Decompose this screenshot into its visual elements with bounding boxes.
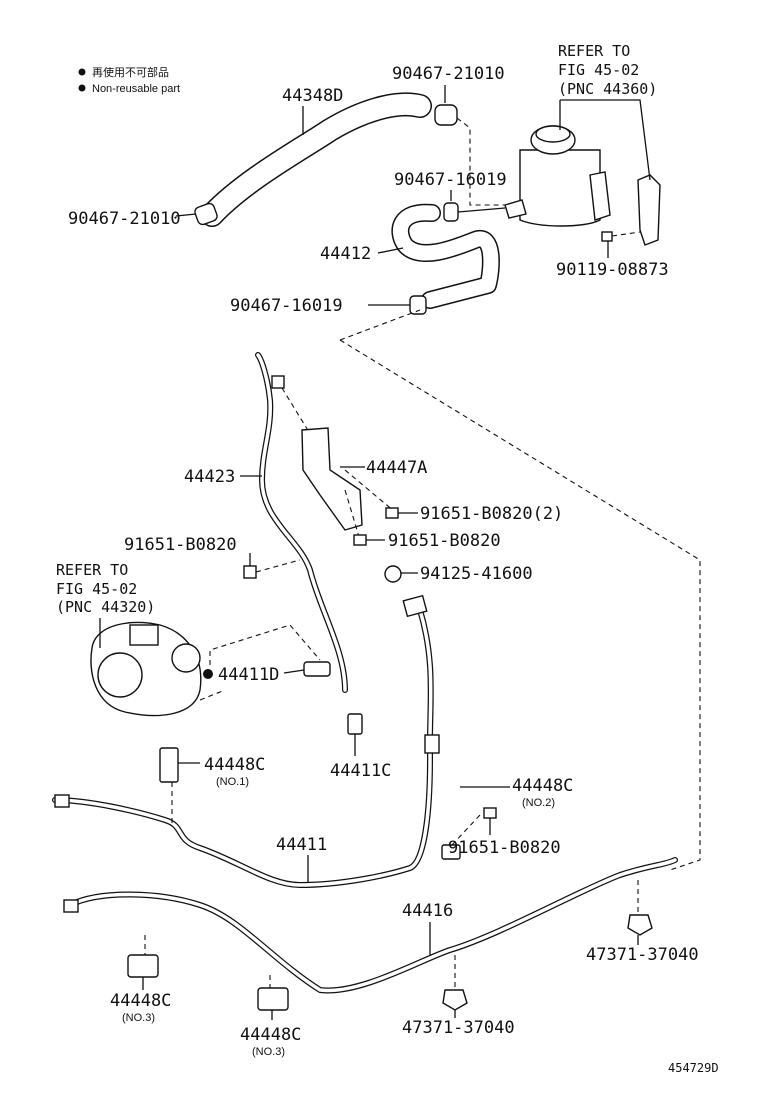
non-reusable-bullet-icon bbox=[78, 84, 86, 92]
dashed-connector bbox=[199, 689, 226, 701]
refer-text: REFER TO bbox=[558, 42, 630, 60]
part-label-47371-37040: 47371-37040 bbox=[402, 1018, 515, 1038]
refer-leader bbox=[560, 99, 651, 181]
part-label-90467-21010: 90467-21010 bbox=[68, 209, 181, 229]
bolt-icon bbox=[601, 231, 641, 258]
part-label-91651-B0820: 91651-B0820 bbox=[388, 531, 501, 551]
hose-clamp-icon bbox=[368, 295, 427, 315]
part-label-44448C: 44448C bbox=[110, 991, 171, 1011]
part-label-44416: 44416 bbox=[402, 901, 453, 921]
drawing-code: 454729D bbox=[668, 1061, 719, 1075]
gasket-icon bbox=[384, 565, 418, 583]
dashed-connector bbox=[339, 339, 701, 871]
refer-text: FIG 45-02 bbox=[56, 580, 137, 598]
part-label-44348D: 44348D bbox=[282, 86, 343, 106]
bolt-icon bbox=[243, 553, 301, 579]
part-label-44447A: 44447A bbox=[366, 458, 427, 478]
sub-label-no2: (NO.2) bbox=[522, 797, 555, 809]
part-label-44411C: 44411C bbox=[330, 761, 391, 781]
part-label-94125-41600: 94125-41600 bbox=[420, 564, 533, 584]
tube-clamp-icon bbox=[442, 955, 468, 1018]
pressure-tube-44423 bbox=[255, 352, 348, 693]
tube-clamp-icon bbox=[127, 935, 159, 990]
non-reusable-bullet-icon bbox=[203, 669, 213, 679]
refer-text: (PNC 44320) bbox=[56, 598, 155, 616]
tube-clamp-icon bbox=[627, 880, 653, 945]
hose-clamp-icon bbox=[443, 190, 459, 222]
bolt-icon bbox=[271, 375, 321, 451]
part-label-44412: 44412 bbox=[320, 244, 371, 264]
sub-label-no1: (NO.1) bbox=[216, 776, 249, 788]
non-reusable-bullet-icon bbox=[78, 68, 86, 76]
tube-clamp-icon bbox=[159, 747, 200, 825]
connector-line bbox=[457, 207, 506, 213]
part-label-90467-16019: 90467-16019 bbox=[394, 170, 507, 190]
sub-label-no3: (NO.3) bbox=[122, 1012, 155, 1024]
legend-text-en: Non-reusable part bbox=[92, 83, 180, 95]
hose-clamp-icon bbox=[175, 202, 218, 226]
return-tube-44416 bbox=[63, 857, 678, 994]
part-label-91651-B0820: 91651-B0820 bbox=[448, 838, 561, 858]
dashed-connector bbox=[209, 624, 321, 665]
part-label-44411: 44411 bbox=[276, 835, 327, 855]
suction-hose-44412 bbox=[391, 203, 500, 309]
tube-clamp-icon bbox=[441, 786, 510, 860]
dashed-connector bbox=[339, 309, 421, 341]
hose-clamp-icon bbox=[434, 85, 458, 126]
tank-bracket bbox=[637, 174, 661, 246]
part-label-91651-B0820: 91651-B0820 bbox=[124, 535, 237, 555]
part-label-44448C: 44448C bbox=[204, 755, 265, 775]
tube-clip-icon bbox=[283, 661, 331, 677]
refer-text: FIG 45-02 bbox=[558, 61, 639, 79]
refer-text: (PNC 44360) bbox=[558, 80, 657, 98]
legend: 再使用不可部品 Non-reusable part bbox=[78, 65, 180, 95]
leader-line bbox=[377, 247, 404, 254]
part-label-44448C: 44448C bbox=[512, 776, 573, 796]
pressure-hose-44411 bbox=[52, 594, 440, 888]
bolt-icon bbox=[385, 507, 418, 519]
part-label-91651-B0820-2: 91651-B0820(2) bbox=[420, 504, 563, 524]
dashed-connector bbox=[456, 117, 510, 206]
return-hose-44348D bbox=[200, 92, 432, 227]
part-label-90119-08873: 90119-08873 bbox=[556, 260, 669, 280]
bolt-icon bbox=[353, 534, 385, 546]
sub-label-no3: (NO.3) bbox=[252, 1046, 285, 1058]
part-label-44448C: 44448C bbox=[240, 1025, 301, 1045]
reservoir-tank bbox=[504, 125, 611, 227]
part-label-47371-37040: 47371-37040 bbox=[586, 945, 699, 965]
union-bolt-icon bbox=[347, 713, 363, 756]
part-label-44411D: 44411D bbox=[218, 665, 279, 685]
part-label-90467-16019: 90467-16019 bbox=[230, 296, 343, 316]
refer-text: REFER TO bbox=[56, 561, 128, 579]
part-label-44423: 44423 bbox=[184, 467, 235, 487]
part-label-90467-21010: 90467-21010 bbox=[392, 64, 505, 84]
legend-text-jp: 再使用不可部品 bbox=[92, 65, 169, 79]
tube-clamp-icon bbox=[257, 975, 289, 1020]
tube-bracket-44447A bbox=[301, 427, 396, 541]
power-steering-pump bbox=[90, 621, 202, 717]
